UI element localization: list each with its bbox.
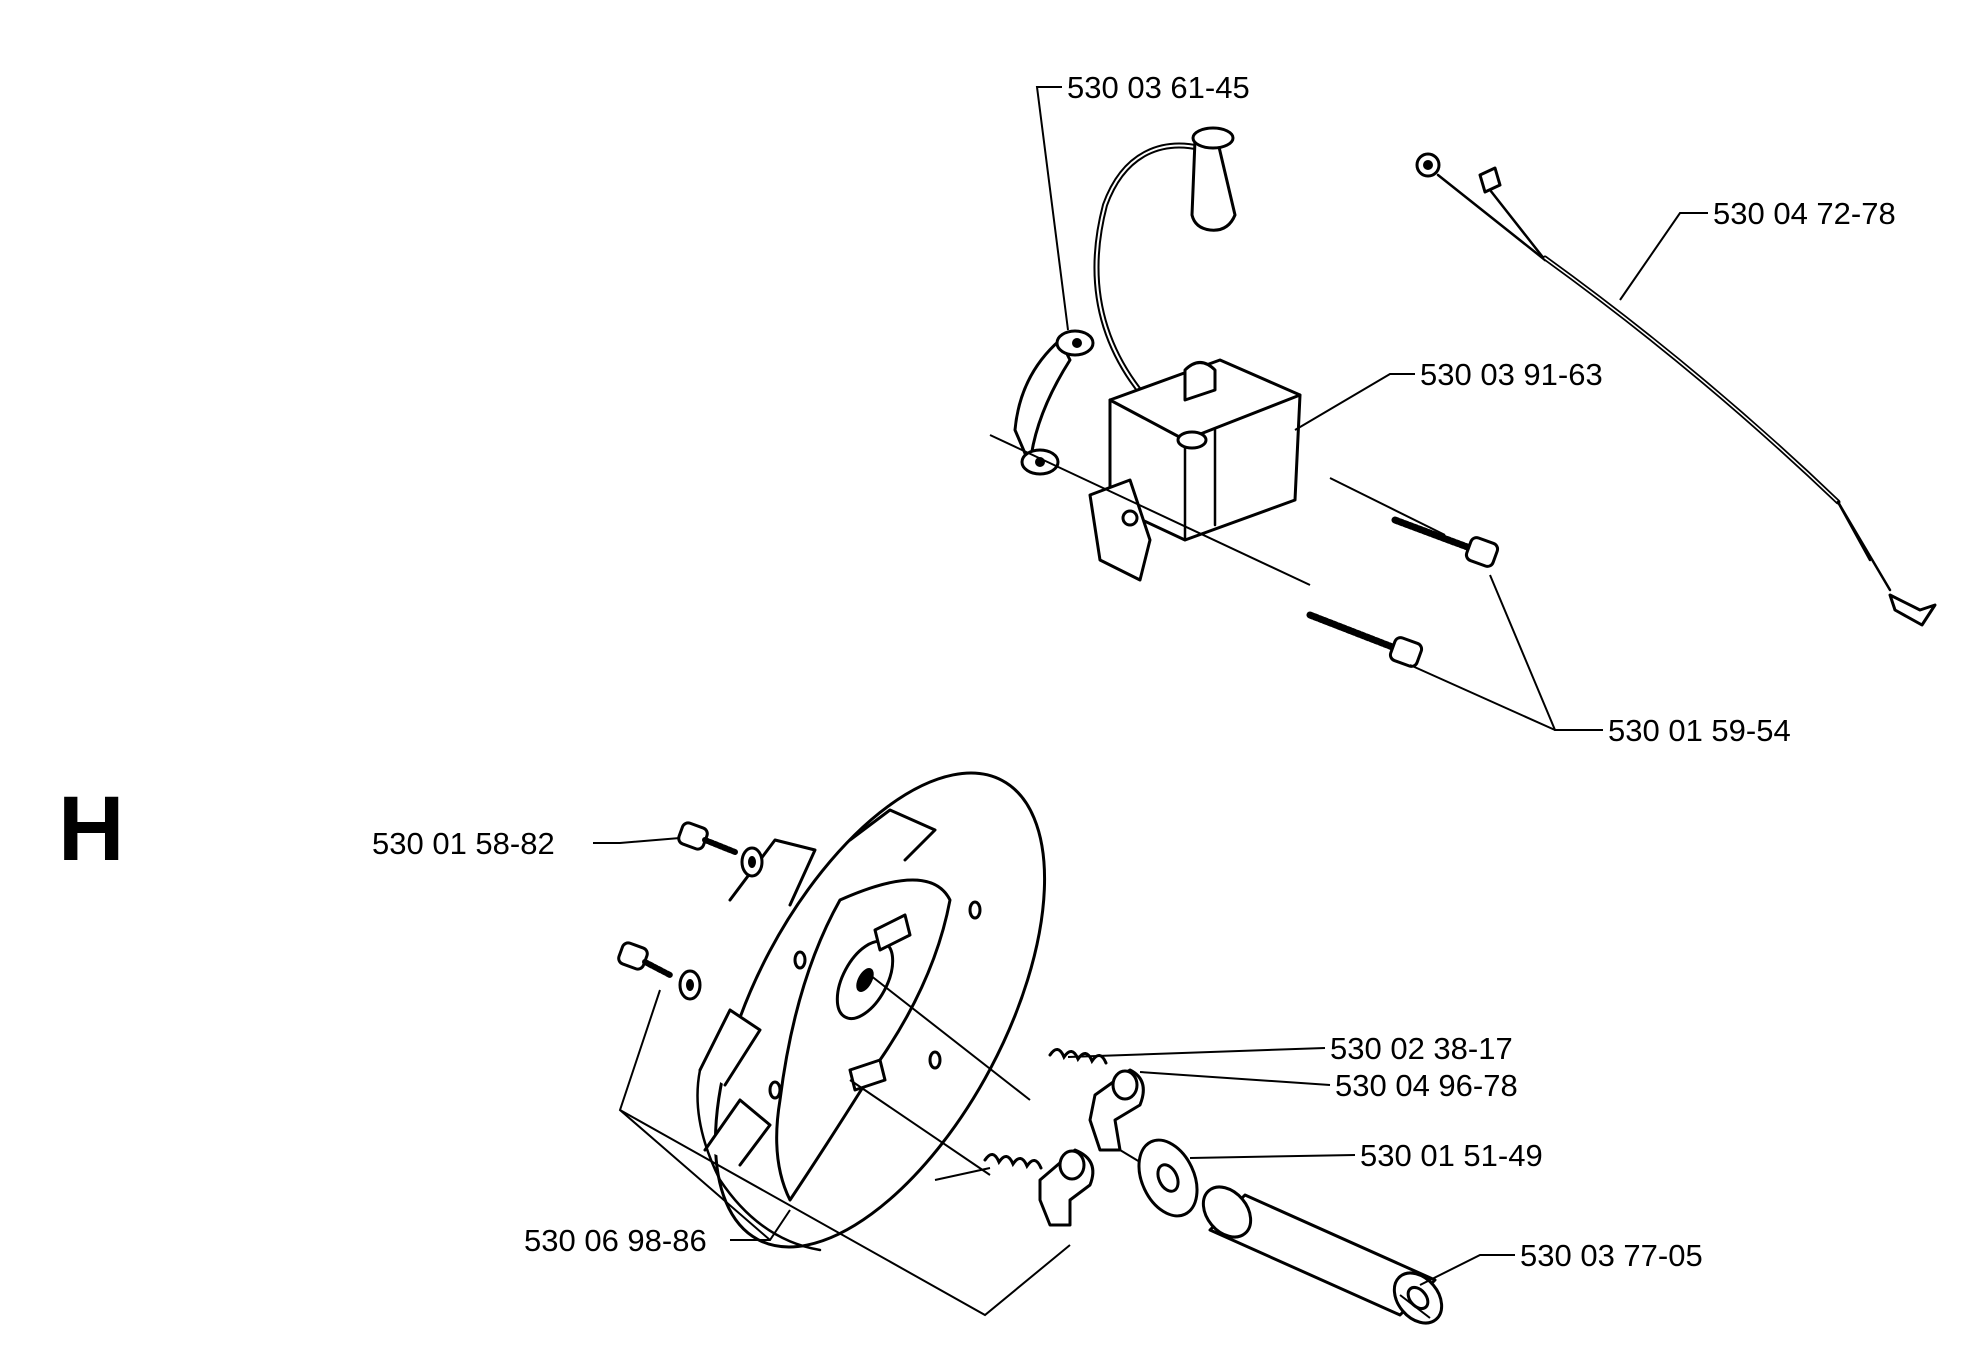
part-label-530-03-61-45: 530 03 61-45 [1067,70,1250,105]
part-label-530-01-59-54: 530 01 59-54 [1608,713,1791,748]
part-label-530-03-77-05: 530 03 77-05 [1520,1238,1703,1273]
wire-harness-drawing [1415,152,1937,627]
part-label-530-03-91-63: 530 03 91-63 [1420,357,1603,392]
leader-lines [593,86,1708,1317]
part-label-530-04-72-78: 530 04 72-78 [1713,196,1896,231]
part-label-530-01-51-49: 530 01 51-49 [1360,1138,1543,1173]
bracket-clip-drawing [1013,329,1095,476]
pawl-drawing [849,974,1145,1227]
module-screw-drawing [1306,516,1500,668]
flywheel-screw-drawing [617,821,764,1001]
axis-line [989,434,1311,586]
sleeve-drawing [1201,1185,1444,1325]
axis-line [1329,477,1446,536]
ignition-module-drawing [1088,126,1302,582]
part-label-530-02-38-17: 530 02 38-17 [1330,1031,1513,1066]
flywheel-drawing [696,771,1047,1252]
washer-drawing [1119,1138,1199,1218]
part-label-530-04-96-78: 530 04 96-78 [1335,1068,1518,1103]
section-letter: H [58,778,124,880]
part-label-530-01-58-82: 530 01 58-82 [372,826,555,861]
part-label-530-06-98-86: 530 06 98-86 [524,1223,707,1258]
